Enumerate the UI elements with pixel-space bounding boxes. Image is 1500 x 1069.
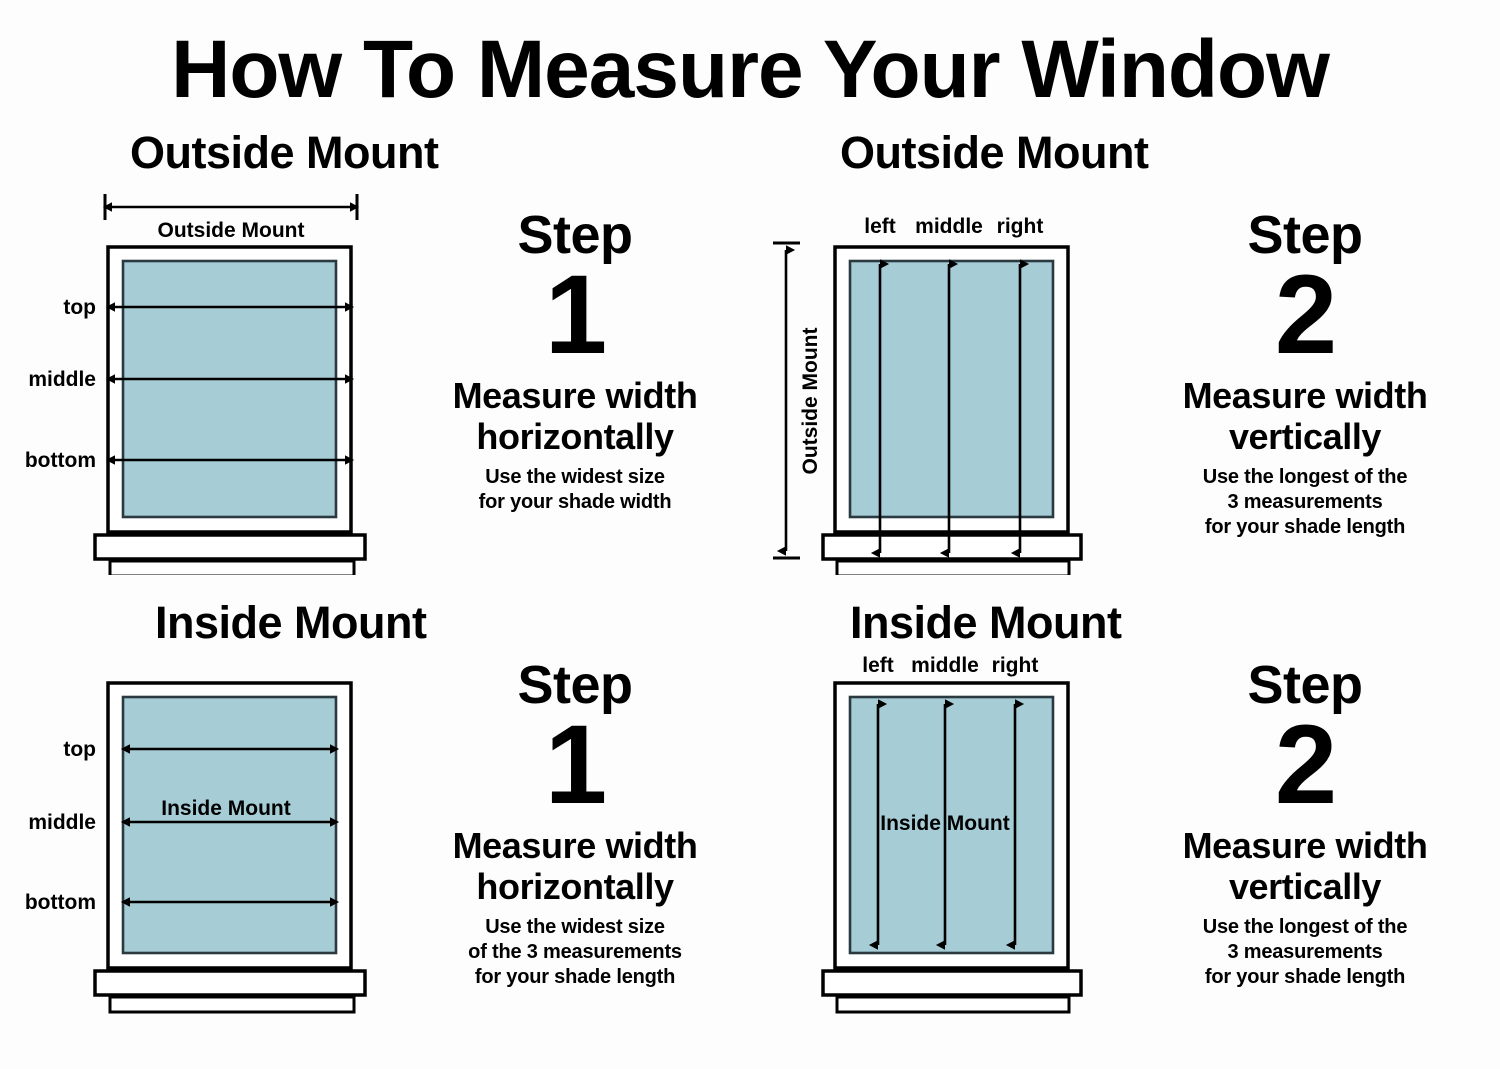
window-frame <box>833 245 1070 534</box>
panel-heading: Inside Mount <box>850 597 1122 648</box>
step-description: Measure width vertically <box>1155 375 1455 457</box>
step-subtext-line-2: 3 measurements <box>1227 491 1383 514</box>
step-description: Measure width horizontally <box>425 825 725 907</box>
step-number: 1 <box>544 702 607 827</box>
step-description: Measure width horizontally <box>425 375 725 457</box>
step-subtext: Use the longest of the 3 measurements fo… <box>1155 465 1455 541</box>
col-label-middle: middle <box>911 654 979 677</box>
panel-heading: Inside Mount <box>155 597 427 648</box>
window-frame <box>106 245 353 534</box>
step-description-line-1: Measure width <box>452 825 698 867</box>
window-sill <box>821 969 1083 1014</box>
step-number: 1 <box>544 252 607 377</box>
step-subtext: Use the widest size of the 3 measurement… <box>425 915 725 991</box>
step-subtext-line-3: for your shade length <box>1204 966 1406 989</box>
row-label-top: top <box>63 296 96 319</box>
step-description-line-1: Measure width <box>452 375 698 417</box>
panel-outside-mount-step-1: Outside Mount Outside Mount <box>20 130 740 585</box>
dimension-label-outside-mount: Outside Mount <box>799 328 822 475</box>
row-label-top: top <box>63 738 96 761</box>
diagram-outside-mount-horizontal: Outside Mount top middl <box>25 194 367 575</box>
step-block: Step 2 Measure width vertically Use the … <box>1155 658 1455 990</box>
dimension-label-inside-mount: Inside Mount <box>880 812 1010 835</box>
col-label-left: left <box>864 215 896 238</box>
page-title: How To Measure Your Window <box>171 24 1330 115</box>
diagram-inside-mount-vertical: left middle right <box>821 654 1083 1014</box>
step-number: 2 <box>1274 702 1337 827</box>
window-frame <box>106 681 353 970</box>
step-subtext: Use the longest of the 3 measurements fo… <box>1155 915 1455 991</box>
step-subtext-line-1: Use the longest of the <box>1202 465 1408 488</box>
step-description-line-2: horizontally <box>476 865 674 907</box>
step-word: Step <box>1247 205 1363 265</box>
diagram-inside-mount-horizontal: Inside Mount top middle bottom <box>25 681 367 1014</box>
step-subtext: Use the widest size for your shade width <box>425 465 725 515</box>
step-description-line-2: vertically <box>1228 415 1382 457</box>
panel-inside-mount-step-2: Inside Mount left middle right <box>755 600 1475 1055</box>
step-description-line-2: horizontally <box>476 415 674 457</box>
row-label-bottom: bottom <box>25 449 96 472</box>
panel-heading: Outside Mount <box>130 127 439 178</box>
window-sill <box>93 533 367 575</box>
col-label-left: left <box>862 654 894 677</box>
step-number: 2 <box>1274 252 1337 377</box>
dimension-label-outside-mount: Outside Mount <box>158 219 305 242</box>
step-subtext-line-3: for your shade length <box>1204 516 1406 539</box>
step-block: Step 1 Measure width horizontally Use th… <box>425 658 725 990</box>
window-sill <box>821 533 1083 575</box>
step-subtext-line-1: Use the longest of the <box>1202 915 1408 938</box>
step-subtext-line-2: 3 measurements <box>1227 941 1383 964</box>
step-subtext-line-2: of the 3 measurements <box>468 941 682 964</box>
step-word: Step <box>517 205 633 265</box>
step-word: Step <box>1247 655 1363 715</box>
panel-heading: Outside Mount <box>840 127 1149 178</box>
step-word: Step <box>517 655 633 715</box>
col-label-middle: middle <box>915 215 983 238</box>
row-label-bottom: bottom <box>25 891 96 914</box>
col-label-right: right <box>992 654 1039 677</box>
dimension-line-outside-height <box>773 241 800 560</box>
step-subtext-line-2: for your shade width <box>478 491 672 514</box>
diagram-outside-mount-vertical: Outside Mount left middle right <box>773 215 1083 575</box>
step-subtext-line-1: Use the widest size <box>485 465 665 488</box>
step-description: Measure width vertically <box>1155 825 1455 907</box>
window-sill <box>93 969 367 1014</box>
row-label-middle: middle <box>28 368 96 391</box>
step-subtext-line-3: for your shade length <box>474 966 676 989</box>
panel-outside-mount-step-2: Outside Mount Outside Mount left middle … <box>755 130 1475 585</box>
step-subtext-line-1: Use the widest size <box>485 915 665 938</box>
step-block: Step 1 Measure width horizontally Use th… <box>425 208 725 515</box>
step-description-line-2: vertically <box>1228 865 1382 907</box>
step-block: Step 2 Measure width vertically Use the … <box>1155 208 1455 540</box>
dimension-label-inside-mount: Inside Mount <box>161 797 291 820</box>
dimension-line-outside-width <box>102 194 360 220</box>
step-description-line-1: Measure width <box>1182 375 1428 417</box>
step-description-line-1: Measure width <box>1182 825 1428 867</box>
row-label-middle: middle <box>28 811 96 834</box>
panel-inside-mount-step-1: Inside Mount <box>20 600 740 1055</box>
col-label-right: right <box>997 215 1044 238</box>
